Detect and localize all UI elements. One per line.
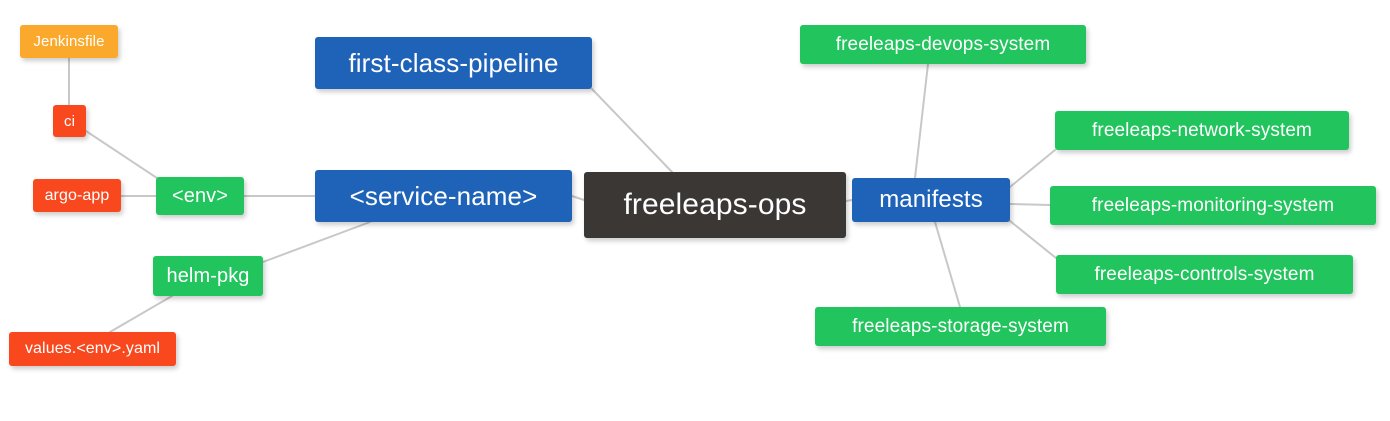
node-freeleaps-ops[interactable]: freeleaps-ops — [584, 172, 846, 238]
node-first-class-pipeline[interactable]: first-class-pipeline — [315, 37, 592, 89]
node-freeleaps-monitoring-system[interactable]: freeleaps-monitoring-system — [1050, 186, 1376, 225]
edge-manifests-to-freeleaps-devops-system — [914, 63, 929, 179]
node-manifests[interactable]: manifests — [852, 178, 1010, 222]
edge-manifests-to-freeleaps-monitoring-system — [1009, 203, 1051, 206]
edge-service-name-to-freeleaps-ops — [571, 195, 585, 201]
node-freeleaps-network-system[interactable]: freeleaps-network-system — [1055, 111, 1349, 150]
edge-service-name-to-helm-pkg — [262, 221, 371, 263]
node-freeleaps-controls-system[interactable]: freeleaps-controls-system — [1056, 255, 1353, 294]
edge-helm-pkg-to-values-env-yaml — [109, 295, 173, 333]
edge-manifests-to-freeleaps-controls-system — [1009, 220, 1057, 259]
edge-manifests-to-freeleaps-storage-system — [934, 221, 961, 308]
node-helm-pkg[interactable]: helm-pkg — [153, 256, 263, 296]
node-values-env-yaml[interactable]: values.<env>.yaml — [9, 332, 176, 366]
node-argo-app[interactable]: argo-app — [33, 179, 121, 212]
node-jenkinsfile[interactable]: Jenkinsfile — [20, 25, 118, 58]
node-service-name[interactable]: <service-name> — [315, 170, 572, 222]
edge-manifests-to-freeleaps-network-system — [1009, 149, 1056, 188]
node-freeleaps-storage-system[interactable]: freeleaps-storage-system — [815, 307, 1106, 346]
node-env[interactable]: <env> — [156, 177, 244, 215]
node-ci[interactable]: ci — [53, 105, 86, 137]
edge-first-class-pipeline-to-freeleaps-ops — [591, 88, 673, 173]
node-freeleaps-devops-system[interactable]: freeleaps-devops-system — [800, 25, 1086, 64]
edge-ci-to-env — [85, 130, 161, 181]
